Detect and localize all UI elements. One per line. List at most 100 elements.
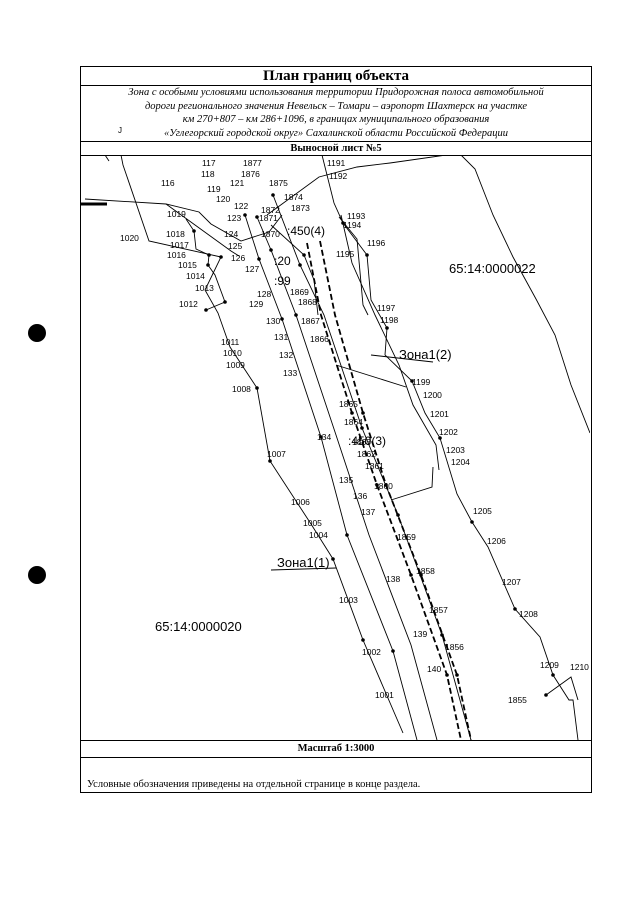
- point-label: 1859: [397, 532, 416, 542]
- point-label: 1874: [284, 192, 303, 202]
- corridor-line-4: [270, 224, 319, 316]
- point-label: 1856: [445, 642, 464, 652]
- point-label: 1868: [298, 297, 317, 307]
- point-label: 1010: [223, 348, 242, 358]
- point-label: 140: [427, 664, 441, 674]
- point-label: 134: [317, 432, 331, 442]
- boundary-point: [206, 263, 210, 267]
- zone-leader-1: [270, 567, 337, 571]
- boundary-point: [207, 253, 211, 257]
- point-label: 1873: [291, 203, 310, 213]
- right-boundary-2: [340, 214, 440, 471]
- point-label: 1204: [451, 457, 470, 467]
- point-label: 1198: [380, 315, 399, 325]
- parcel-edge-upper-left-2: [165, 203, 240, 257]
- margin-mark: J: [118, 126, 122, 135]
- scale-label: Масштаб 1:3000: [81, 740, 591, 758]
- parcel-edge-upper-right: [266, 155, 447, 216]
- point-label: 117: [202, 158, 216, 168]
- boundary-point: [350, 411, 354, 415]
- point-label: 1013: [195, 283, 214, 293]
- point-label: 1201: [430, 409, 449, 419]
- point-label: 1018: [166, 229, 185, 239]
- sheet-label: Выносной лист №5: [81, 141, 591, 156]
- point-label: 1860: [374, 481, 393, 491]
- point-label: 1193: [347, 211, 366, 221]
- boundary-point: [331, 557, 335, 561]
- point-label: 123: [227, 213, 241, 223]
- zone-leader-2b: [335, 364, 407, 388]
- boundary-point: [223, 300, 227, 304]
- point-label: 1866: [310, 334, 329, 344]
- boundary-point: [438, 436, 442, 440]
- point-label: 1004: [309, 530, 328, 540]
- description-line: Зона с особыми условиями использования т…: [128, 87, 544, 98]
- point-label: 1006: [291, 497, 310, 507]
- point-label: 1195: [336, 249, 355, 259]
- point-label: 121: [230, 178, 244, 188]
- point-label: 1209: [540, 660, 559, 670]
- point-label: 1205: [473, 506, 492, 516]
- point-label: 1863: [352, 437, 371, 447]
- boundary-point: [384, 483, 388, 487]
- point-label: 137: [361, 507, 375, 517]
- point-label: 1017: [170, 240, 189, 250]
- point-label: 1191: [327, 158, 346, 168]
- point-label: 1208: [519, 609, 538, 619]
- point-label: 1007: [267, 449, 286, 459]
- parcel-edge-right: [460, 155, 590, 434]
- boundary-point: [409, 573, 413, 577]
- point-label: 1020: [120, 233, 139, 243]
- point-label: 1870: [261, 229, 280, 239]
- boundary-point: [302, 253, 306, 257]
- boundary-point: [204, 308, 208, 312]
- point-label: 119: [207, 184, 221, 194]
- boundary-point: [551, 673, 555, 677]
- point-label: 1876: [241, 169, 260, 179]
- point-label: 1875: [269, 178, 288, 188]
- boundary-point: [280, 317, 284, 321]
- point-label: 1858: [416, 566, 435, 576]
- point-label: 118: [201, 169, 215, 179]
- point-label: 1012: [179, 299, 198, 309]
- block-label-20: :20: [274, 254, 291, 268]
- legend-note: Условные обозначения приведены на отдель…: [87, 779, 421, 790]
- point-label: 122: [234, 201, 248, 211]
- boundary-point: [298, 263, 302, 267]
- description-line: «Углегорский городской округ» Сахалинско…: [164, 127, 508, 139]
- point-label: 126: [231, 253, 245, 263]
- point-label: 1016: [167, 250, 186, 260]
- punch-hole-top: [28, 324, 46, 342]
- top-corner-line: [104, 155, 110, 162]
- boundary-point: [391, 649, 395, 653]
- point-label: 1009: [226, 360, 245, 370]
- boundary-point: [365, 253, 369, 257]
- point-label: 125: [228, 241, 242, 251]
- point-label: 1200: [423, 390, 442, 400]
- point-label: 1192: [329, 171, 348, 181]
- boundary-point: [360, 426, 364, 430]
- boundary-point: [269, 248, 273, 252]
- point-label: 128: [257, 289, 271, 299]
- boundary-point: [385, 326, 389, 330]
- boundary-point: [419, 573, 423, 577]
- boundary-point: [255, 386, 259, 390]
- plan-title: План границ объекта: [81, 67, 591, 86]
- point-label: 1203: [446, 445, 465, 455]
- point-label: 1001: [375, 690, 394, 700]
- point-label: 1872: [261, 205, 280, 215]
- boundary-point: [410, 379, 414, 383]
- boundary-point: [271, 193, 275, 197]
- boundary-point: [243, 213, 247, 217]
- boundary-point: [361, 638, 365, 642]
- point-label: 139: [413, 629, 427, 639]
- point-label: 1008: [232, 384, 251, 394]
- boundary-point: [257, 257, 261, 261]
- description-line: км 270+807 – км 286+1096, в границах мун…: [182, 114, 490, 125]
- point-label: 1202: [439, 427, 458, 437]
- point-label: 135: [339, 475, 353, 485]
- point-label: 136: [353, 491, 367, 501]
- zone-label-1-1: Зона1(1): [277, 555, 330, 570]
- block-label-450-4: :450(4): [287, 224, 325, 238]
- point-label: 1197: [377, 303, 396, 313]
